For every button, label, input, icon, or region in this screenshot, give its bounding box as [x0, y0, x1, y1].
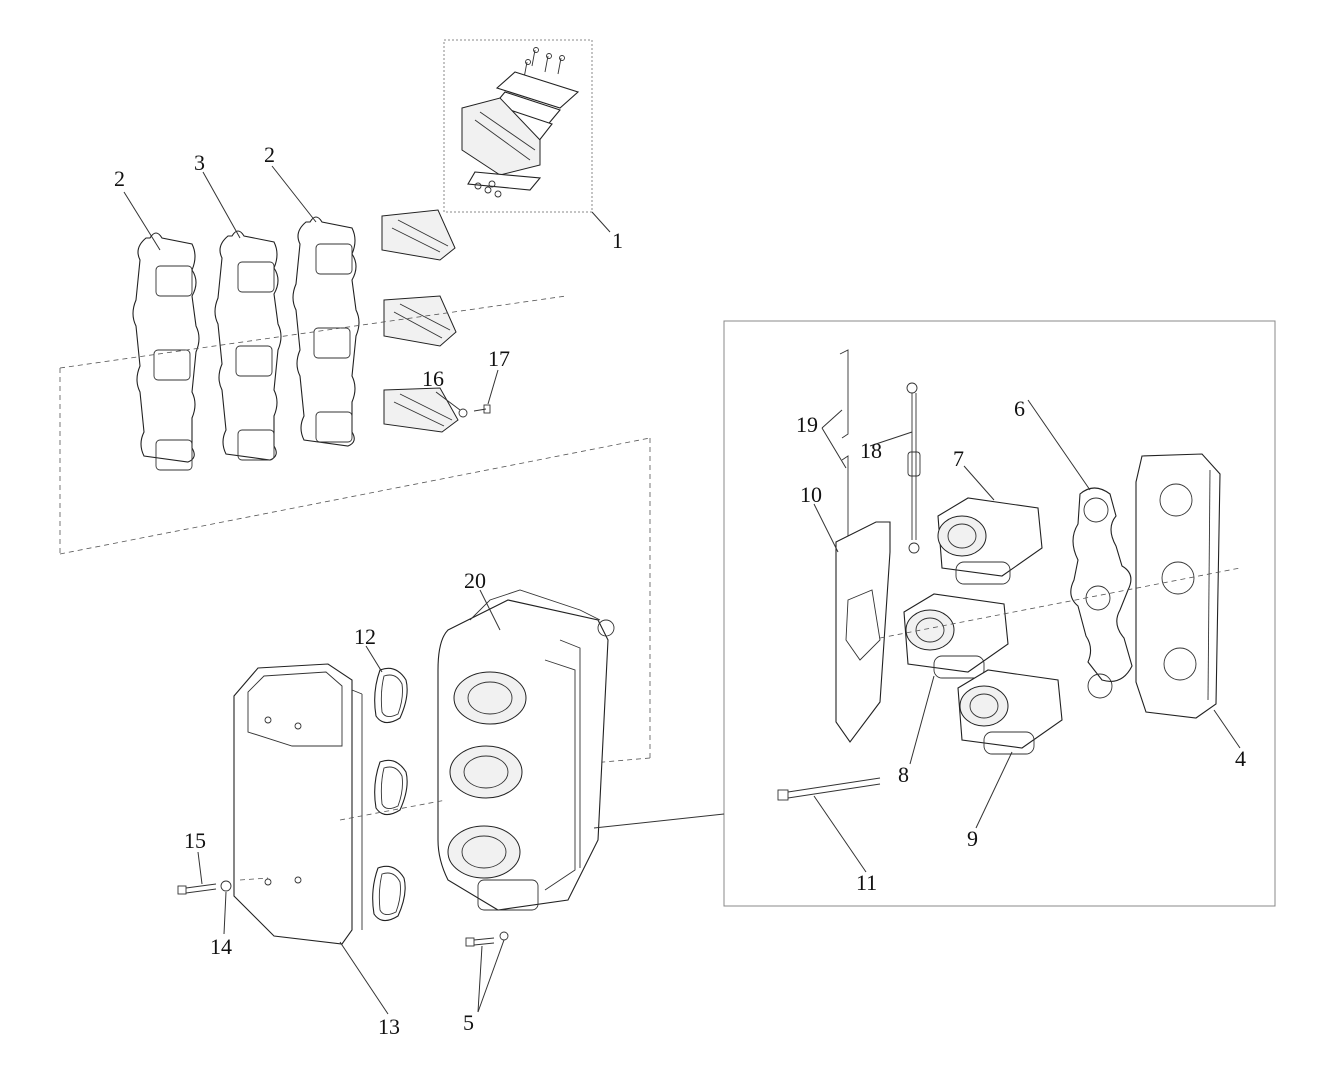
reed-valve-detail [443, 39, 593, 213]
callout-3: 3 [194, 150, 205, 175]
carb-mounting-plate [1135, 453, 1221, 719]
callout-12: 12 [354, 624, 376, 649]
callout-4: 4 [1235, 746, 1246, 771]
carburetor-top [937, 497, 1043, 585]
callout-9: 9 [967, 826, 978, 851]
long-bolt-11 [777, 777, 881, 801]
callout-2-right: 2 [264, 142, 275, 167]
leader-lines [123, 165, 1241, 1015]
gasket-right [292, 216, 360, 447]
callout-10: 10 [800, 482, 822, 507]
callout-8: 8 [898, 762, 909, 787]
carburetor-assembly-detail [593, 320, 1276, 907]
callout-19: 19 [796, 412, 818, 437]
callout-5: 5 [463, 1010, 474, 1035]
callout-16: 16 [422, 366, 444, 391]
gasket-middle [214, 230, 282, 461]
bolts-5 [465, 931, 509, 947]
screw-15-washer-14 [177, 880, 232, 895]
callout-18: 18 [860, 438, 882, 463]
callout-17: 17 [488, 346, 510, 371]
callout-6: 6 [1014, 396, 1025, 421]
carburetor-middle [903, 593, 1009, 679]
callout-20: 20 [464, 568, 486, 593]
screw-and-washer-16-17 [458, 404, 491, 418]
gasket-left [132, 232, 200, 471]
callout-15: 15 [184, 828, 206, 853]
callout-2-left: 2 [114, 166, 125, 191]
callout-labels: 1 2 2 3 4 5 6 7 8 9 10 11 12 13 14 15 16… [114, 142, 1246, 1039]
seals [372, 667, 408, 922]
carb-gasket [1070, 487, 1133, 699]
callout-14: 14 [210, 934, 232, 959]
callout-13: 13 [378, 1014, 400, 1039]
callout-7: 7 [953, 446, 964, 471]
reed-blocks [381, 209, 459, 433]
callout-11: 11 [856, 870, 877, 895]
callout-1: 1 [612, 228, 623, 253]
carburetor-bottom [957, 669, 1063, 755]
intake-manifold [437, 589, 615, 911]
silencer-cover [233, 663, 363, 945]
